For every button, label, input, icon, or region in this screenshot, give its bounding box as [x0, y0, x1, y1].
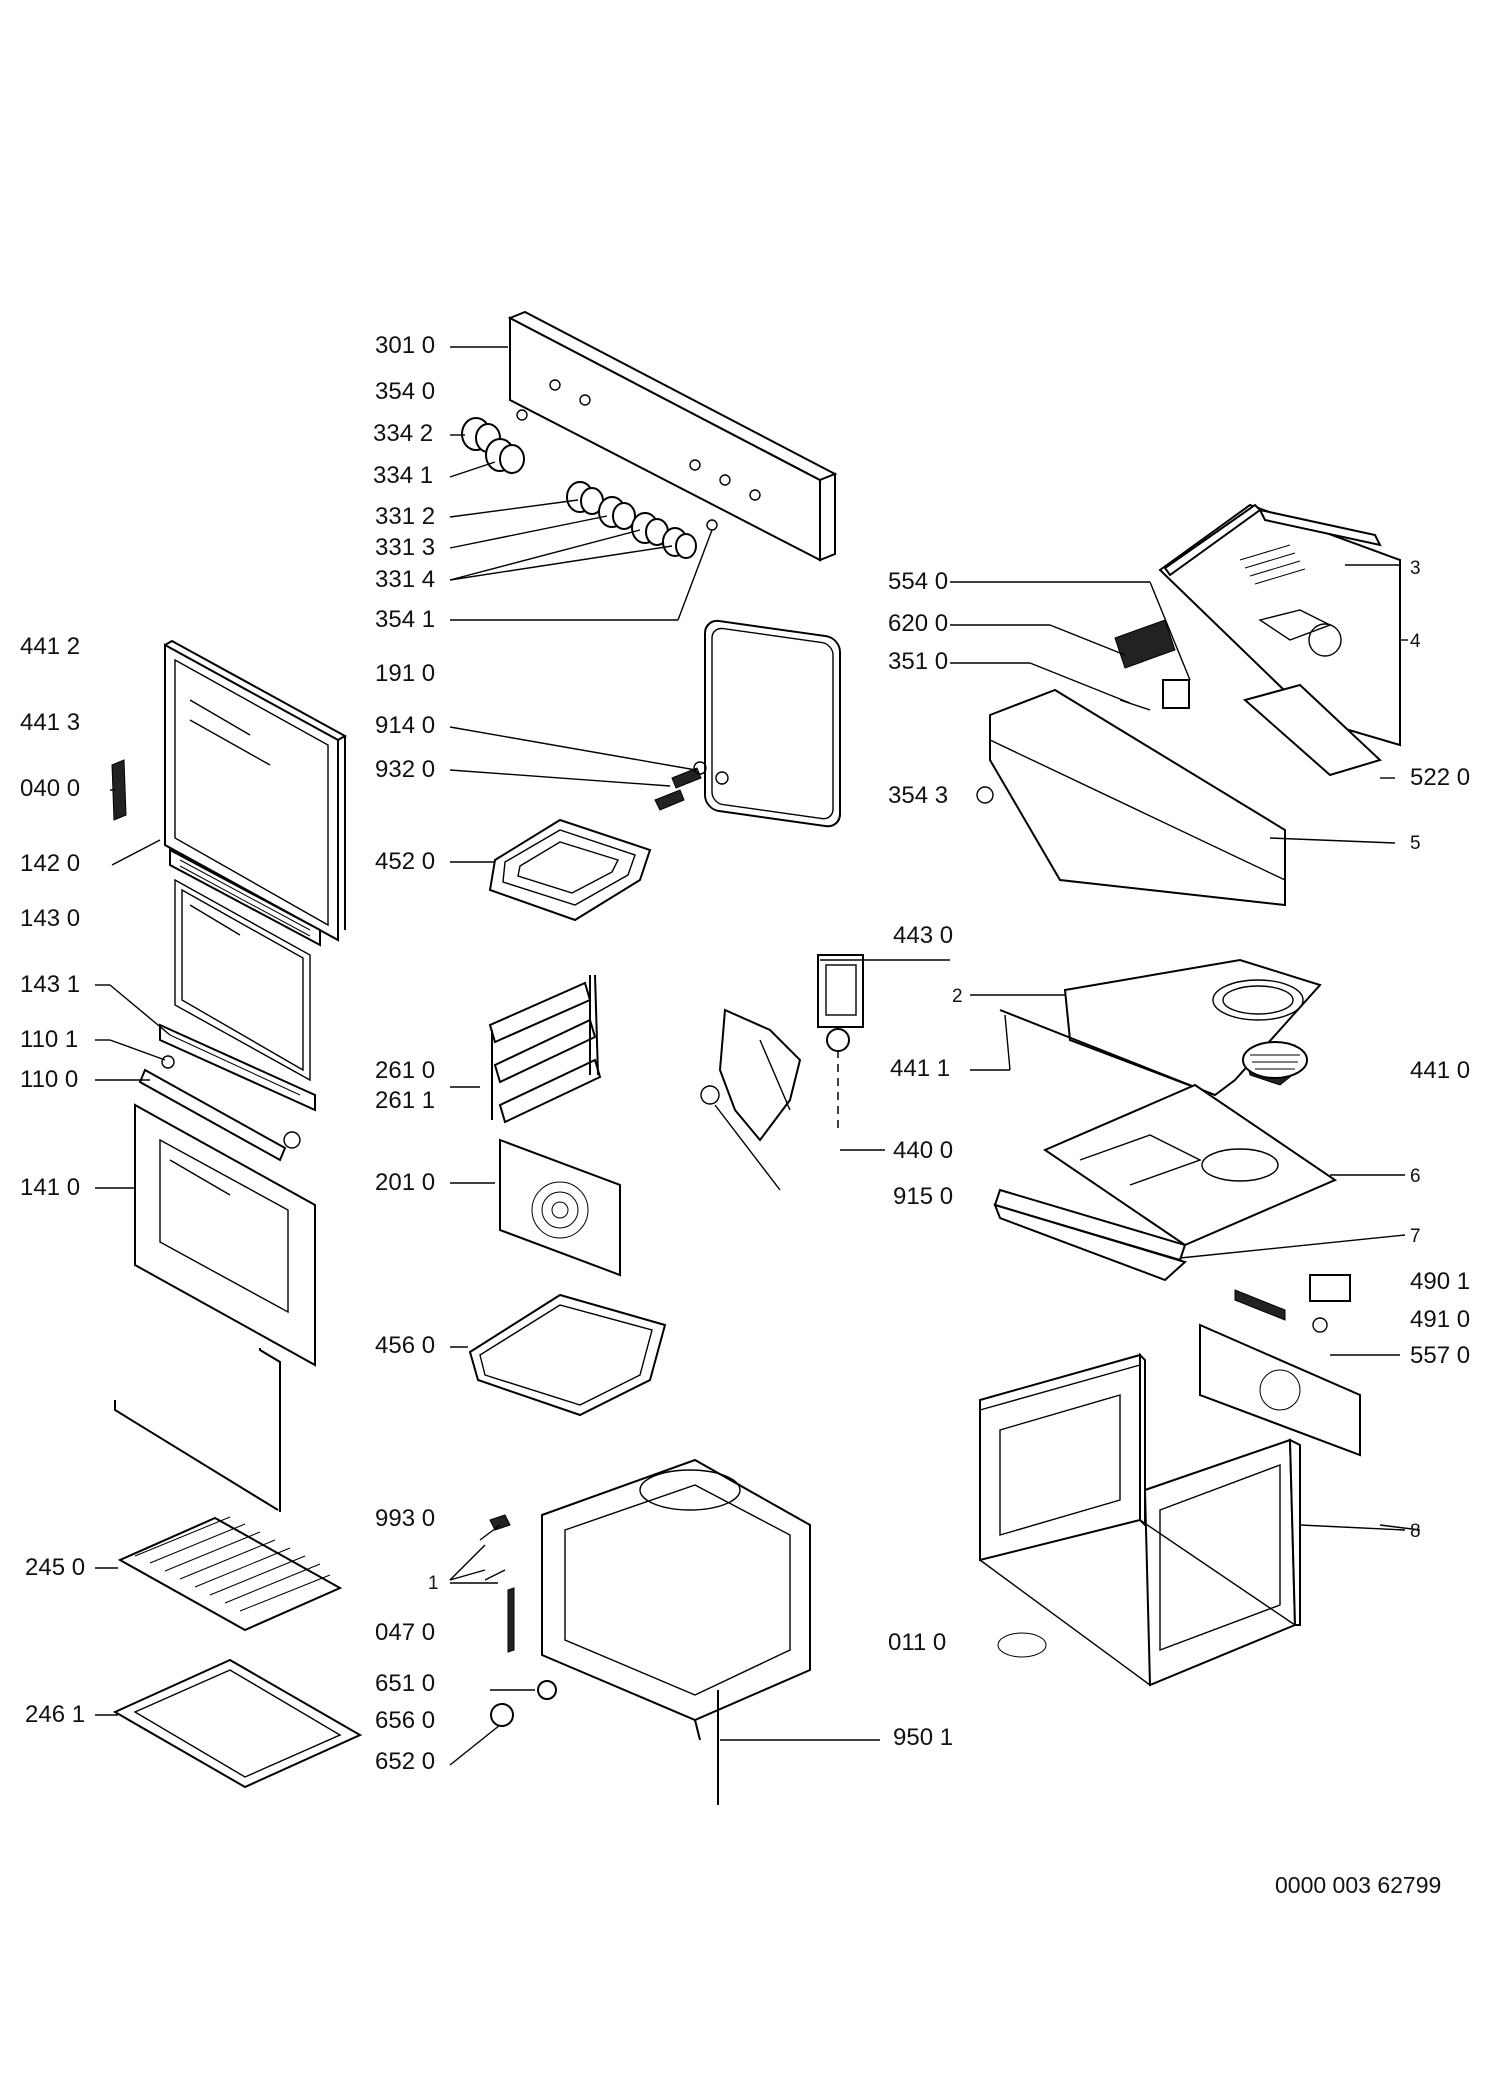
top-cover-part	[999, 958, 1322, 1097]
label-452-0: 452 0	[375, 848, 436, 875]
leader-lines	[95, 346, 1421, 1766]
label-334-1: 334 1	[373, 462, 434, 489]
label-652-0: 652 0	[375, 1748, 436, 1775]
label-950-1: 950 1	[893, 1724, 954, 1751]
door-assembly-part	[111, 639, 348, 1512]
wire-rack-part	[117, 1516, 343, 1632]
label-331-2: 331 2	[375, 503, 436, 530]
label-522-0: 522 0	[1410, 764, 1471, 791]
label-143-0: 143 0	[20, 905, 81, 932]
fan-cover-part	[499, 1138, 621, 1277]
label-ref-4: 4	[1410, 631, 1421, 652]
label-915-0: 915 0	[893, 1183, 954, 1210]
document-number: 0000 003 62799	[1275, 1872, 1442, 1898]
label-441-1: 441 1	[890, 1055, 951, 1082]
grill-element-part	[488, 761, 729, 922]
label-441-2: 441 2	[20, 633, 81, 660]
label-491-0: 491 0	[1410, 1306, 1471, 1333]
label-011-0: 011 0	[888, 1629, 947, 1656]
baking-tray-part	[112, 1658, 363, 1789]
label-110-1: 110 1	[20, 1026, 79, 1053]
label-245-0: 245 0	[25, 1554, 86, 1581]
label-ref-6: 6	[1410, 1166, 1421, 1187]
label-554-0: 554 0	[888, 568, 949, 595]
label-354-0: 354 0	[375, 378, 436, 405]
label-490-1: 490 1	[1410, 1268, 1471, 1295]
fan-motor-part	[700, 954, 864, 1191]
oven-cavity-part	[479, 1458, 811, 1805]
label-040-0: 040 0	[20, 775, 81, 802]
control-panel-part	[507, 310, 838, 562]
label-656-0: 656 0	[375, 1707, 436, 1734]
label-ref-8: 8	[1410, 1521, 1421, 1542]
label-932-0: 932 0	[375, 756, 436, 783]
knobs-part	[461, 409, 718, 559]
label-ref-5: 5	[1410, 833, 1421, 854]
label-351-0: 351 0	[888, 648, 949, 675]
lower-heating-element-part	[468, 1293, 667, 1417]
base-plates-part	[993, 1083, 1338, 1282]
label-201-0: 201 0	[375, 1169, 436, 1196]
label-261-0: 261 0	[375, 1057, 436, 1084]
label-456-0: 456 0	[375, 1332, 436, 1359]
label-110-0: 110 0	[20, 1066, 79, 1093]
label-141-0: 141 0	[20, 1174, 81, 1201]
label-331-3: 331 3	[375, 534, 436, 561]
label-ref-3: 3	[1410, 558, 1421, 579]
label-557-0: 557 0	[1410, 1342, 1471, 1369]
label-047-0: 047 0	[375, 1619, 436, 1646]
label-ref-1: 1	[428, 1573, 439, 1594]
upper-electronics-part	[976, 503, 1401, 907]
label-620-0: 620 0	[888, 610, 949, 637]
label-354-3: 354 3	[888, 782, 949, 809]
label-334-2: 334 2	[373, 420, 434, 447]
label-261-1: 261 1	[375, 1087, 436, 1114]
label-914-0: 914 0	[375, 712, 436, 739]
label-ref-2: 2	[952, 986, 963, 1007]
label-440-0: 440 0	[893, 1137, 954, 1164]
label-651-0: 651 0	[375, 1670, 436, 1697]
label-143-1: 143 1	[20, 971, 81, 998]
label-354-1: 354 1	[375, 606, 436, 633]
label-191-0: 191 0	[375, 660, 436, 687]
side-rails-part	[488, 974, 602, 1124]
label-441-3: 441 3	[20, 709, 81, 736]
label-301-0: 301 0	[375, 332, 436, 359]
label-993-0: 993 0	[375, 1505, 436, 1532]
label-142-0: 142 0	[20, 850, 81, 877]
gasket-part	[704, 619, 841, 828]
rear-electronics-part	[1199, 1274, 1361, 1457]
oven-frame-part	[979, 1352, 1301, 1687]
label-443-0: 443 0	[893, 922, 954, 949]
label-246-1: 246 1	[25, 1701, 86, 1728]
label-ref-7: 7	[1410, 1226, 1421, 1247]
label-441-0: 441 0	[1410, 1057, 1471, 1084]
label-331-4: 331 4	[375, 566, 436, 593]
